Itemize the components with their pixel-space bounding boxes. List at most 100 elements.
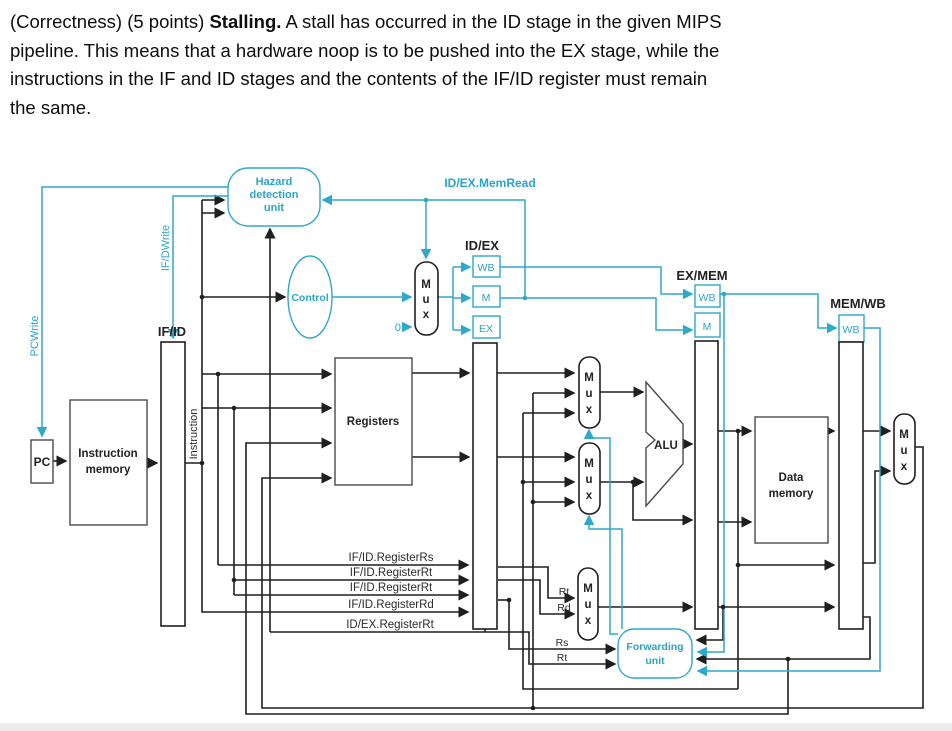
instruction-memory-label-2: memory	[86, 464, 131, 476]
signal-labels: PCWrite IF/DWrite ID/EX.MemRead IF/ID.Re…	[29, 176, 571, 664]
wire-instruction-bus	[201, 200, 470, 618]
pc-label: PC	[34, 455, 51, 469]
ifdwrite-line	[167, 195, 228, 340]
exmem-wb-label: WB	[699, 292, 716, 304]
question-line-4: the same.	[10, 96, 92, 118]
wire-storedata	[632, 482, 694, 526]
rt-mux-input-label: Rt	[559, 586, 570, 598]
destreg-mux-box	[577, 567, 599, 641]
ifdwrite-label: IF/DWrite	[160, 225, 172, 271]
idex-register: ID/EX WB M EX	[465, 238, 501, 630]
control-mux-m: M	[421, 279, 431, 291]
control-wires	[36, 186, 881, 677]
memwb-wb-box	[838, 314, 865, 343]
mux3-x: x	[585, 615, 592, 627]
mux4-x: x	[901, 461, 908, 473]
memwb-register-label: MEM/WB	[830, 296, 886, 311]
question-prefix: (Correctness) (5 points)	[10, 11, 210, 32]
ifid-register: IF/ID Instruction	[158, 324, 200, 627]
wire-writeback-wrap	[261, 446, 924, 709]
wire-memwb-rd-to-fwd	[695, 616, 871, 665]
question-line-2: pipeline. This means that a hardware noo…	[10, 39, 720, 61]
mux1-u: u	[585, 388, 592, 400]
wire-idex-registerrt	[270, 631, 617, 670]
control-mux-box	[414, 261, 439, 336]
pc-block: PC	[30, 439, 54, 484]
sig-ifid-registerrt-1: IF/ID.RegisterRt	[350, 567, 433, 579]
wb-memwb-to-fwd	[696, 327, 881, 677]
registers-label: Registers	[347, 416, 399, 428]
sig-ifid-registerrd: IF/ID.RegisterRd	[348, 599, 434, 611]
exmem-register: EX/MEM WB M	[676, 268, 728, 630]
idex-register-box	[472, 342, 498, 630]
exmem-m-box	[694, 312, 721, 338]
sig-ifid-registerrt-2: IF/ID.RegisterRt	[350, 582, 433, 594]
mux2-m: M	[584, 458, 594, 470]
alu-src1-mux: M u x	[578, 356, 601, 429]
instruction-memory-block: Instruction memory	[69, 399, 148, 526]
mux1-m: M	[584, 372, 594, 384]
junction-dots-cyan	[423, 197, 727, 301]
rs-fwd-input-label: Rs	[556, 637, 569, 649]
instruction-memory-label-1: Instruction	[78, 448, 137, 460]
mux2-x: x	[586, 490, 593, 502]
wire-idex-rt-step	[498, 566, 576, 604]
m-idex-to-exmem	[500, 297, 694, 336]
rt-fwd-input-label: Rt	[557, 652, 568, 664]
memwb-register-box	[838, 341, 864, 630]
alu-src2-mux-box	[578, 442, 601, 515]
mux-zero-label: 0	[395, 322, 401, 334]
question-line-3: instructions in the IF and ID stages and…	[10, 68, 708, 89]
mux4-u: u	[900, 445, 907, 457]
fwd-to-mux1	[583, 428, 618, 635]
sig-ifid-registerrs: IF/ID.RegisterRs	[349, 552, 434, 564]
sig-idex-registerrt: ID/EX.RegisterRt	[346, 619, 434, 631]
idex-ex-box	[472, 315, 501, 339]
forwarding-unit-label-1: Forwarding	[626, 641, 683, 653]
idex-wb-box	[472, 255, 501, 278]
page-bottom-divider	[0, 723, 952, 731]
control-mux-u: u	[422, 294, 429, 306]
control-label: Control	[291, 292, 328, 304]
destreg-mux: M u x	[577, 567, 599, 641]
data-memory-box	[754, 416, 829, 544]
fwd-to-mux2	[583, 514, 623, 629]
alu-src1-mux-box	[578, 356, 601, 429]
datapath-wires	[53, 194, 924, 715]
registers-block: Registers	[334, 357, 413, 486]
mux4-m: M	[899, 429, 909, 441]
wb-exmem-to-memwb	[720, 293, 838, 334]
rd-mux-input-label: Rd	[557, 602, 571, 614]
instruction-memory-box	[69, 399, 148, 526]
pcwrite-line	[36, 186, 228, 438]
hazard-unit-box	[227, 167, 321, 227]
alu-shape	[645, 380, 684, 508]
forwarding-unit-label-2: unit	[645, 655, 665, 667]
control-unit: Control	[287, 255, 333, 339]
memwb-register: MEM/WB WB	[830, 296, 886, 630]
hazard-unit-label-2: detection	[250, 189, 299, 201]
idex-wb-label: WB	[478, 262, 495, 274]
alu-block: ALU	[645, 380, 684, 508]
wire-writereg-wrap	[245, 437, 789, 715]
idex-m-box	[472, 285, 501, 308]
mux2-u: u	[585, 474, 592, 486]
writeback-mux-box	[893, 413, 916, 485]
mux1-x: x	[586, 404, 593, 416]
memread-line	[321, 194, 526, 298]
data-memory-label-2: memory	[769, 488, 814, 500]
writeback-mux: M u x	[893, 413, 916, 485]
pc-box	[30, 439, 54, 484]
pcwrite-label: PCWrite	[29, 316, 41, 357]
control-mux-x: x	[423, 309, 430, 321]
wire-fwd-bus-exmem	[522, 413, 738, 690]
alu-src2-mux: M u x	[578, 442, 601, 515]
forwarding-unit: Forwarding unit	[617, 628, 693, 679]
wire-rs-to-fwd	[508, 600, 617, 655]
wire-memwb-to-mux4b	[863, 465, 892, 564]
junction-dots	[199, 294, 791, 711]
question-text: (Correctness) (5 points) Stalling. A sta…	[10, 8, 945, 122]
exmem-register-box	[694, 340, 719, 630]
idex-m-label: M	[482, 292, 491, 304]
memwb-wb-label: WB	[843, 324, 860, 336]
